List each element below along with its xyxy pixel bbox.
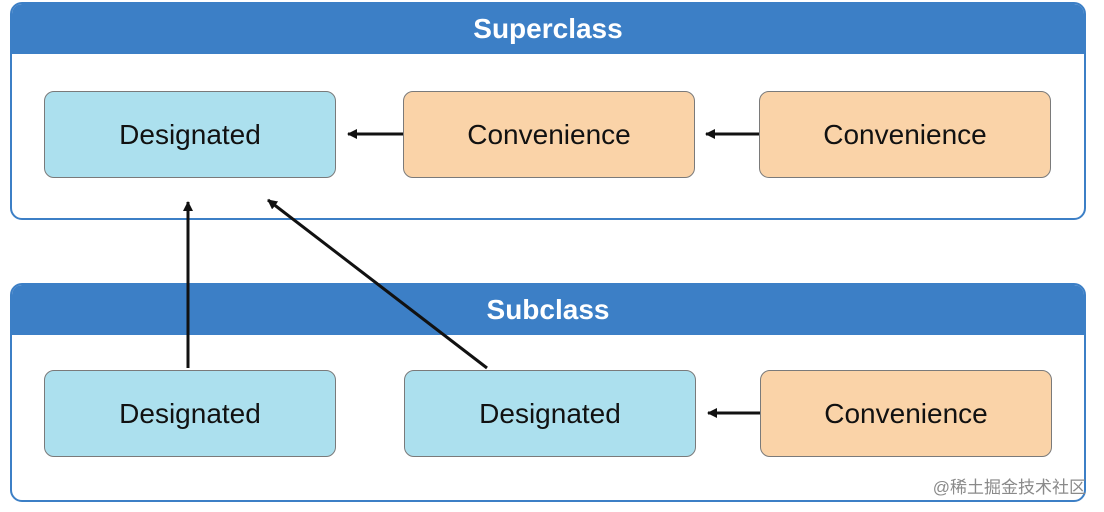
- watermark: @稀土掘金技术社区: [932, 478, 1086, 497]
- subclass-convenience-node: Convenience: [760, 370, 1052, 457]
- subclass-designated-node-2: Designated: [404, 370, 696, 457]
- superclass-designated-node: Designated: [44, 91, 336, 178]
- subclass-title: Subclass: [12, 285, 1084, 335]
- superclass-convenience-node-2: Convenience: [759, 91, 1051, 178]
- subclass-designated-node-1: Designated: [44, 370, 336, 457]
- superclass-title: Superclass: [12, 4, 1084, 54]
- superclass-convenience-node-1: Convenience: [403, 91, 695, 178]
